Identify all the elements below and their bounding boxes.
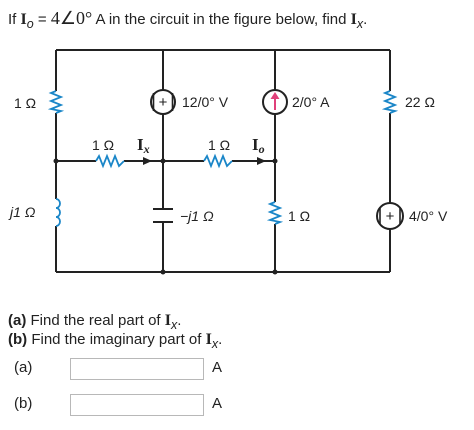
- part-b-tag: (b): [8, 331, 28, 348]
- resistor-mid-left: [95, 153, 125, 169]
- part-b-prompt: (b) Find the imaginary part of Ix.: [8, 331, 222, 351]
- ix-arrow: [143, 157, 152, 165]
- part-a-end: .: [177, 312, 182, 329]
- label-ix: Ix: [137, 135, 150, 156]
- answer-b-unit: A: [212, 395, 223, 412]
- part-a-prompt: (a) Find the real part of Ix.: [8, 312, 181, 332]
- label-l-left: j1 Ω: [8, 204, 36, 220]
- given-value: 4∠0°: [50, 8, 93, 28]
- label-r-mid-right: 1 Ω: [208, 137, 230, 153]
- part-a-text: Find the real part of: [30, 312, 161, 329]
- resistor-right: [381, 90, 399, 114]
- given-variable: I: [20, 11, 27, 28]
- question-prefix: If: [8, 11, 17, 28]
- given-subscript: o: [26, 17, 34, 31]
- part-a-tag: (a): [8, 312, 27, 329]
- label-vsource-top: 12/0° V: [182, 94, 229, 110]
- answer-b-input[interactable]: [70, 394, 204, 416]
- resistor-left-top: [47, 90, 65, 114]
- resistor-bottom-mid: [266, 201, 284, 225]
- label-r-left: 1 Ω: [14, 95, 36, 111]
- label-r-right: 22 Ω: [405, 94, 435, 110]
- question-end: .: [363, 11, 368, 28]
- label-csource: 2/0° A: [292, 94, 330, 110]
- question-middle: A in the circuit in the figure below, fi…: [95, 11, 347, 28]
- question-text: If Io = 4∠0° A in the circuit in the fig…: [8, 8, 367, 31]
- voltage-source-top: +: [150, 89, 176, 115]
- answer-a-label: (a): [14, 359, 33, 376]
- answer-a-unit: A: [212, 359, 223, 376]
- resistor-mid-right: [203, 153, 233, 169]
- voltage-source-right: +: [376, 202, 404, 230]
- answer-b-label: (b): [14, 395, 33, 412]
- svg-text:+: +: [159, 94, 168, 111]
- label-io: Io: [252, 135, 265, 156]
- answer-a-input[interactable]: [70, 358, 204, 380]
- label-r-mid-left: 1 Ω: [92, 137, 114, 153]
- inductor-left: [55, 198, 61, 227]
- part-b-text: Find the imaginary part of: [31, 331, 202, 348]
- svg-text:+: +: [386, 208, 395, 225]
- label-r-bottom-mid: 1 Ω: [288, 208, 310, 224]
- label-capacitor: −j1 Ω: [180, 208, 214, 224]
- part-b-sub: x: [211, 337, 219, 351]
- equals-sign: =: [37, 11, 47, 28]
- label-vsource-right: 4/0° V: [409, 208, 448, 224]
- find-subscript: x: [356, 17, 364, 31]
- capacitor: [153, 208, 173, 223]
- io-arrow: [257, 157, 266, 165]
- junction-dots: [53, 158, 278, 275]
- current-source: [262, 89, 288, 115]
- part-a-sub: x: [171, 318, 178, 332]
- wires: [55, 49, 391, 273]
- find-variable: I: [350, 11, 357, 28]
- part-b-var: I: [205, 331, 212, 348]
- part-b-end: .: [218, 331, 223, 348]
- circuit-diagram: + + 1 Ω j1 Ω 1 Ω Ix 1 Ω Io 12/0° V 2/0° …: [8, 49, 448, 275]
- part-a-var: I: [164, 312, 171, 329]
